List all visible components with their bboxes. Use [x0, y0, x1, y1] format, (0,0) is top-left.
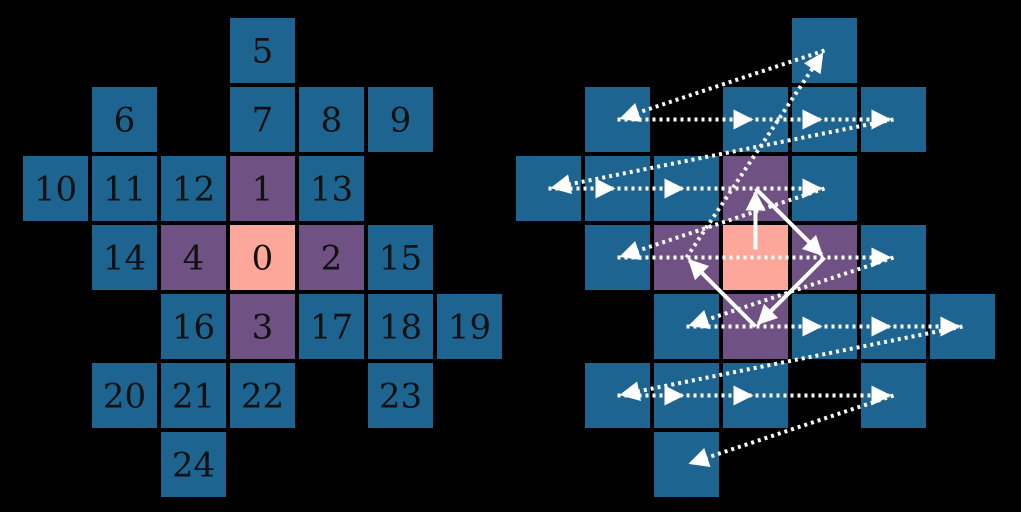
- dotted-arrow: [619, 324, 963, 401]
- cell-4: [161, 225, 226, 290]
- cell-label: 13: [310, 170, 353, 210]
- solid-arrow: [756, 256, 826, 326]
- cell-label: 16: [172, 308, 215, 348]
- cell-18: [368, 294, 433, 359]
- cell-label: 4: [183, 239, 205, 279]
- cell-14: [92, 225, 157, 290]
- cell-21: [161, 363, 226, 428]
- cell-label: 3: [252, 308, 274, 348]
- cell-13: [299, 156, 364, 221]
- cell-label: 24: [172, 446, 215, 486]
- cell-5: [230, 18, 295, 83]
- cell-label: 8: [321, 101, 343, 141]
- cell-label: 11: [103, 170, 146, 210]
- cell-label: 18: [379, 308, 422, 348]
- cell-label: 0: [252, 239, 274, 279]
- cell-10: [23, 156, 88, 221]
- solid-arrow: [687, 258, 757, 328]
- cell-label: 19: [448, 308, 491, 348]
- dotted-arrow: [550, 117, 894, 194]
- cell-24: [161, 432, 226, 497]
- left-grid-labeled: 5 6 7 8 9 10 11 12 1 13 14 4 0 2 15 16 3 17 18 19 20 21 22 23 24: [23, 18, 502, 497]
- solid-neighbor-arrows: [687, 187, 826, 328]
- cell-label: 2: [321, 239, 343, 279]
- cell-label: 15: [379, 239, 422, 279]
- cell-15: [368, 225, 433, 290]
- dotted-arrow: [619, 186, 826, 261]
- cell-20: [92, 363, 157, 428]
- cell-0: [230, 225, 295, 290]
- cell-11: [92, 156, 157, 221]
- cell-16: [161, 294, 226, 359]
- solid-arrow: [754, 187, 824, 257]
- cell-9: [368, 87, 433, 152]
- cell-label: 7: [252, 101, 274, 141]
- cell-label: 12: [172, 170, 215, 210]
- dotted-arrow: [684, 52, 824, 259]
- cell-label: 22: [241, 377, 284, 417]
- cell-22: [230, 363, 295, 428]
- cell-17: [299, 294, 364, 359]
- cell-label: 17: [310, 308, 353, 348]
- right-grid-scan-order: [516, 18, 995, 497]
- cell-23: [368, 363, 433, 428]
- cell-6: [92, 87, 157, 152]
- cell-8: [299, 87, 364, 152]
- cell-label: 6: [114, 101, 136, 141]
- cell-label: 20: [103, 377, 146, 417]
- cell-label: 14: [103, 239, 146, 279]
- cell-label: 1: [252, 170, 274, 210]
- scan-cell: [654, 432, 719, 497]
- cell-label: 21: [172, 377, 215, 417]
- cell-19: [437, 294, 502, 359]
- cell-label: 9: [390, 101, 412, 141]
- cell-label: 23: [379, 377, 422, 417]
- cell-2: [299, 225, 364, 290]
- cell-3: [230, 294, 295, 359]
- cell-label: 5: [252, 32, 274, 72]
- cell-12: [161, 156, 226, 221]
- cell-1: [230, 156, 295, 221]
- dotted-arrow: [619, 48, 826, 123]
- cell-label: 10: [34, 170, 77, 210]
- cell-7: [230, 87, 295, 152]
- dotted-arrow: [688, 393, 895, 468]
